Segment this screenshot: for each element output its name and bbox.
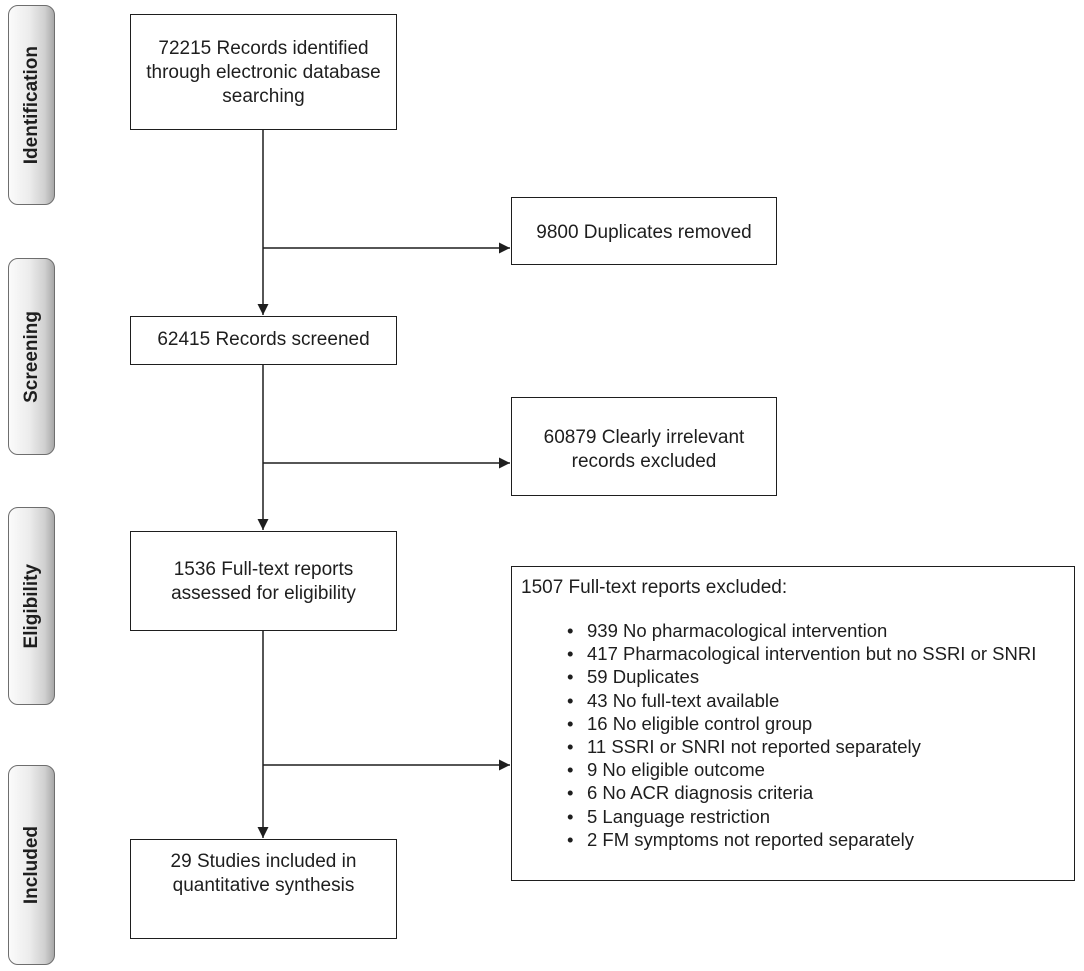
duplicates-removed-box: 9800 Duplicates removed [511,197,777,265]
studies-included-box: 29 Studies included in quantitative synt… [130,839,397,939]
full-text-excluded-heading: 1507 Full-text reports excluded: [521,577,788,598]
stage-label-included: Included [8,765,55,965]
exclusion-reasons-list: 939 No pharmacological intervention 417 … [512,619,1074,851]
irrelevant-records-excluded-box: 60879 Clearly irrelevant records exclude… [511,397,777,496]
exclusion-reason-item: 43 No full-text available [512,689,1074,712]
box-text-line: 9800 Duplicates removed [536,222,752,243]
stage-label-eligibility: Eligibility [8,507,55,705]
stage-label-text: Screening [20,310,42,403]
exclusion-reason-item: 9 No eligible outcome [512,758,1074,781]
box-text-line: assessed for eligibility [171,583,356,604]
box-text-line: 1536 Full-text reports [173,559,354,580]
box-text-line: through electronic database [146,62,381,83]
box-text-line: 29 Studies included in [170,851,357,872]
stage-label-text: Identification [20,45,42,165]
exclusion-reason-item: 939 No pharmacological intervention [512,619,1074,642]
box-text-line: 72215 Records identified [158,38,369,59]
full-text-excluded-box: 1507 Full-text reports excluded: 939 No … [511,566,1075,881]
box-text-line: records excluded [571,451,717,472]
box-text-line: searching [222,86,305,107]
full-text-assessed-box: 1536 Full-text reports assessed for elig… [130,531,397,631]
box-text-line: 62415 Records screened [157,329,370,350]
box-text-line: quantitative synthesis [172,875,355,896]
records-identified-box: 72215 Records identified through electro… [130,14,397,130]
exclusion-reason-item: 16 No eligible control group [512,712,1074,735]
stage-label-screening: Screening [8,258,55,455]
exclusion-reason-item: 5 Language restriction [512,805,1074,828]
exclusion-reason-item: 417 Pharmacological intervention but no … [512,642,1074,665]
exclusion-reason-item: 11 SSRI or SNRI not reported separately [512,735,1074,758]
stage-label-identification: Identification [8,5,55,205]
stage-label-text: Eligibility [20,563,42,649]
box-text-line: 60879 Clearly irrelevant [543,427,745,448]
records-screened-box: 62415 Records screened [130,316,397,365]
exclusion-reason-item: 2 FM symptoms not reported separately [512,828,1074,851]
exclusion-reason-item: 6 No ACR diagnosis criteria [512,781,1074,804]
exclusion-reason-item: 59 Duplicates [512,665,1074,688]
stage-label-text: Included [20,825,42,905]
